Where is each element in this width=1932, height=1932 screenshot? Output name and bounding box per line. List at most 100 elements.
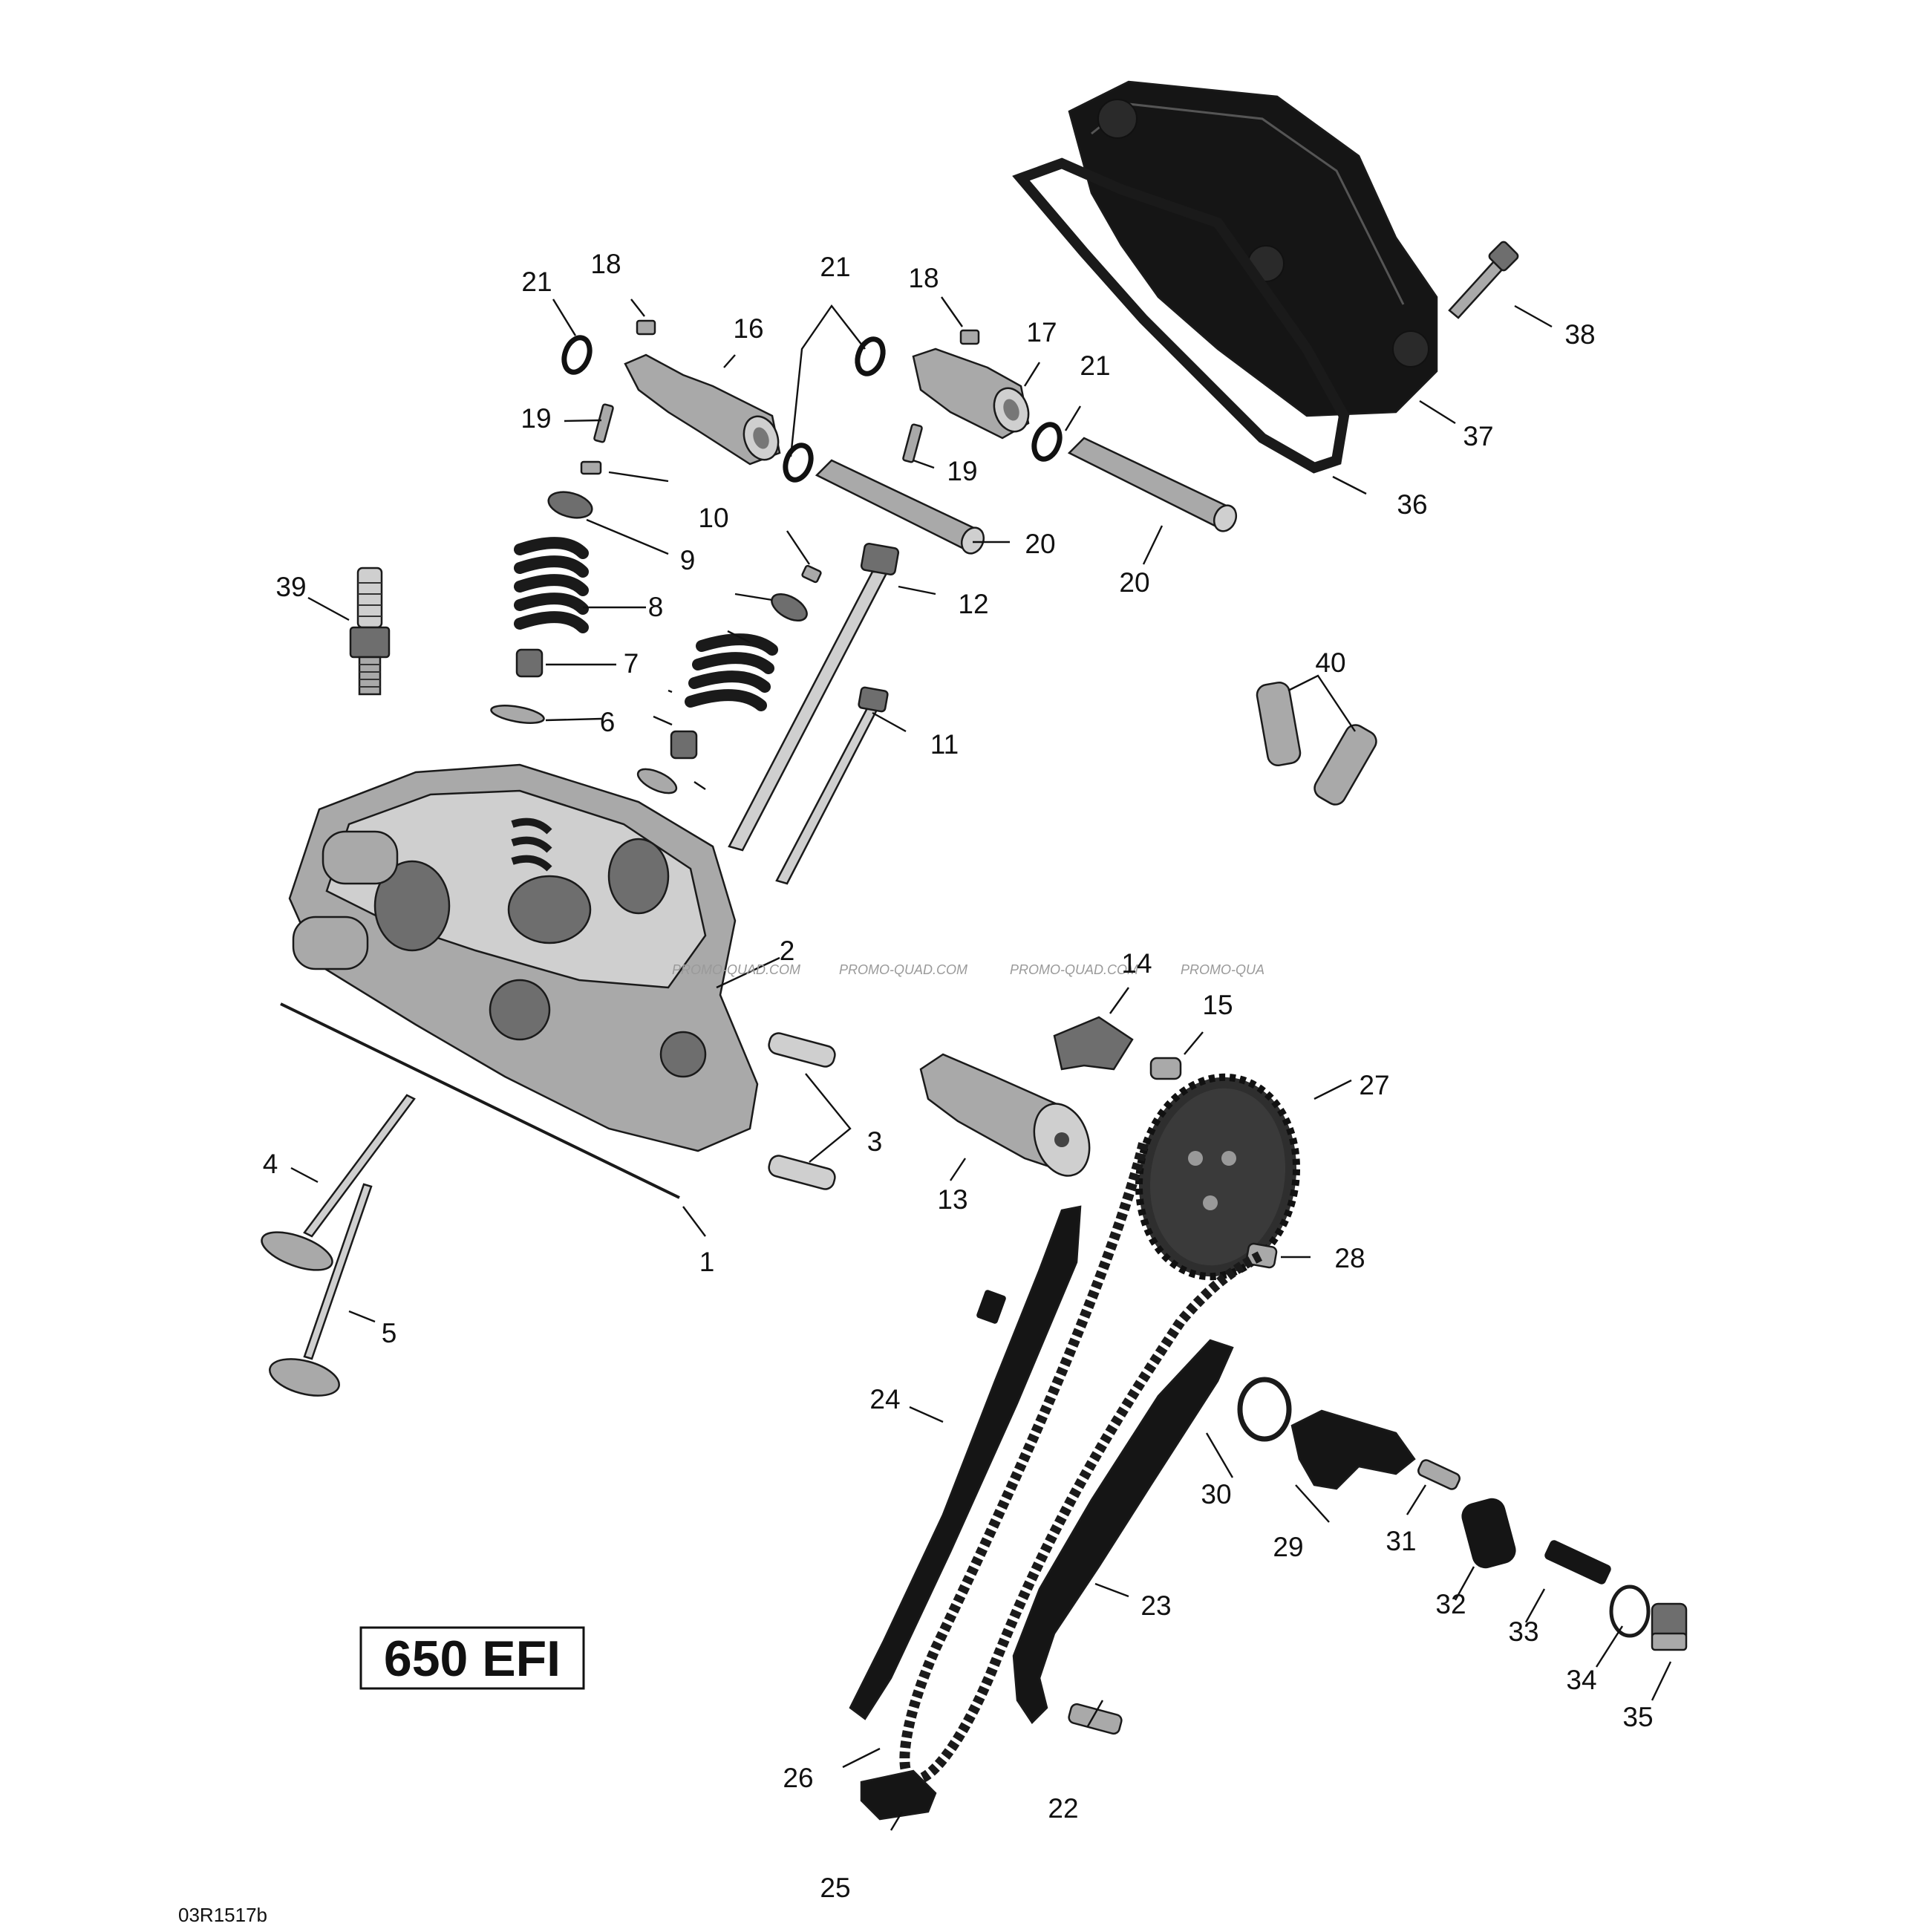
callout-15: 15 [1202, 990, 1233, 1020]
spark-plug [349, 567, 391, 696]
model-label-text: 650 EFI [384, 1631, 561, 1687]
callout-30: 30 [1201, 1479, 1231, 1510]
callout-39: 39 [275, 572, 306, 602]
tensioner-housing [1290, 1409, 1416, 1490]
valve-spring-lower [685, 633, 778, 711]
callout-4: 4 [263, 1149, 278, 1179]
watermark-text: PROMO-QUA [1181, 962, 1264, 977]
o-ring-21-middle [855, 336, 886, 376]
camshaft-sprocket [1135, 1073, 1301, 1281]
callout-21: 21 [521, 267, 552, 297]
watermark: PROMO-QUAD.COM PROMO-QUAD.COM PROMO-QUAD… [672, 962, 1264, 977]
rocker-shaft-left [815, 459, 985, 555]
o-ring-34 [1609, 1585, 1651, 1638]
o-ring-30 [1237, 1377, 1292, 1442]
head-bolt-11 [775, 686, 889, 885]
callout-12: 12 [958, 589, 988, 619]
callout-34: 34 [1566, 1665, 1596, 1695]
callout-11: 11 [930, 729, 959, 760]
o-ring-21-right [1031, 422, 1063, 462]
spring-retainer-lower [771, 593, 808, 622]
watermark-text: PROMO-QUAD.COM [672, 962, 800, 977]
callout-21: 21 [820, 252, 850, 282]
rocker-shaft-right [1067, 437, 1238, 532]
callout-22: 22 [1048, 1793, 1078, 1824]
callout-28: 28 [1334, 1243, 1365, 1273]
callout-17: 17 [1026, 317, 1057, 347]
callout-33: 33 [1508, 1616, 1538, 1647]
callout-38: 38 [1564, 319, 1595, 350]
spring-retainer-upper [547, 491, 593, 519]
chain-guide [849, 1205, 1082, 1720]
valve-cover-gasket [1012, 157, 1350, 474]
valve-keeper-upper [580, 460, 602, 475]
callout-35: 35 [1622, 1702, 1653, 1732]
callout-20: 20 [1119, 567, 1149, 598]
cylinder-head [288, 763, 759, 1152]
watermark-text: PROMO-QUAD.COM [1010, 962, 1138, 977]
adjuster-screw-left [593, 403, 614, 443]
callout-2: 2 [780, 936, 795, 966]
head-gasket [280, 1002, 680, 1199]
adjuster-nut-right [959, 329, 980, 345]
spring-seat-lower [636, 768, 678, 794]
callout-19: 19 [947, 456, 977, 486]
callout-32: 32 [1435, 1589, 1466, 1619]
adjuster-screw-right [902, 423, 923, 463]
callout-19: 19 [520, 403, 551, 434]
callout-10: 10 [698, 503, 728, 533]
leader-lines [290, 296, 1672, 1831]
callout-18: 18 [908, 263, 939, 293]
reference-code: 03R1517b [178, 1904, 267, 1926]
callout-31: 31 [1386, 1526, 1416, 1556]
callout-21: 21 [1080, 350, 1110, 381]
tensioner-plunger [1461, 1498, 1516, 1569]
valve-keeper-lower [801, 564, 822, 584]
adjuster-nut-left [636, 319, 656, 336]
callout-7: 7 [624, 648, 639, 679]
callout-20: 20 [1025, 529, 1055, 559]
callout-16: 16 [733, 313, 763, 344]
o-ring-21-left [561, 335, 593, 375]
callout-25: 25 [820, 1873, 850, 1903]
callout-27: 27 [1359, 1070, 1389, 1100]
head-bolt-12 [728, 542, 900, 852]
tensioner-plug [1651, 1602, 1688, 1651]
callout-23: 23 [1140, 1590, 1171, 1621]
callout-13: 13 [937, 1184, 967, 1215]
callout-5: 5 [382, 1318, 397, 1348]
chain-guide-clip [976, 1290, 1006, 1324]
timing-chain [899, 1142, 1265, 1785]
retainer-screw [1149, 1057, 1182, 1080]
tensioner-spring [1544, 1540, 1611, 1585]
callout-14: 14 [1121, 948, 1152, 979]
callout-9: 9 [680, 545, 696, 575]
valve-stem-seal-upper [515, 648, 544, 678]
callout-24: 24 [869, 1384, 900, 1414]
watermark-text: PROMO-QUAD.COM [839, 962, 967, 977]
callout-18: 18 [590, 249, 621, 279]
callout-26: 26 [783, 1763, 813, 1793]
spring-seat-upper [490, 705, 545, 724]
dowel-sleeve-upper [1256, 681, 1302, 767]
housing-bolt [1417, 1459, 1461, 1490]
tensioner-guide [1012, 1339, 1234, 1724]
dowel-sleeve-lower [1313, 724, 1377, 806]
sprocket-bolt [1245, 1242, 1278, 1269]
camshaft-retainer-plate [1053, 1016, 1134, 1071]
dowel-pin-lower [768, 1155, 836, 1190]
callout-1: 1 [699, 1247, 715, 1277]
callout-37: 37 [1463, 421, 1493, 451]
model-label: 650 EFI [359, 1626, 585, 1690]
valve-stem-seal-lower [670, 730, 698, 760]
callout-6: 6 [600, 707, 616, 737]
intake-valve [261, 1094, 416, 1271]
chain-clip [860, 1769, 937, 1821]
guide-pivot-screw [1068, 1703, 1123, 1735]
callouts: 1 2 3 4 5 6 7 8 9 10 11 12 13 14 15 16 1… [263, 249, 1654, 1903]
callout-3: 3 [867, 1126, 883, 1157]
rocker-arm-17 [912, 347, 1030, 440]
cover-bolt [1448, 241, 1519, 319]
callout-29: 29 [1273, 1532, 1303, 1562]
